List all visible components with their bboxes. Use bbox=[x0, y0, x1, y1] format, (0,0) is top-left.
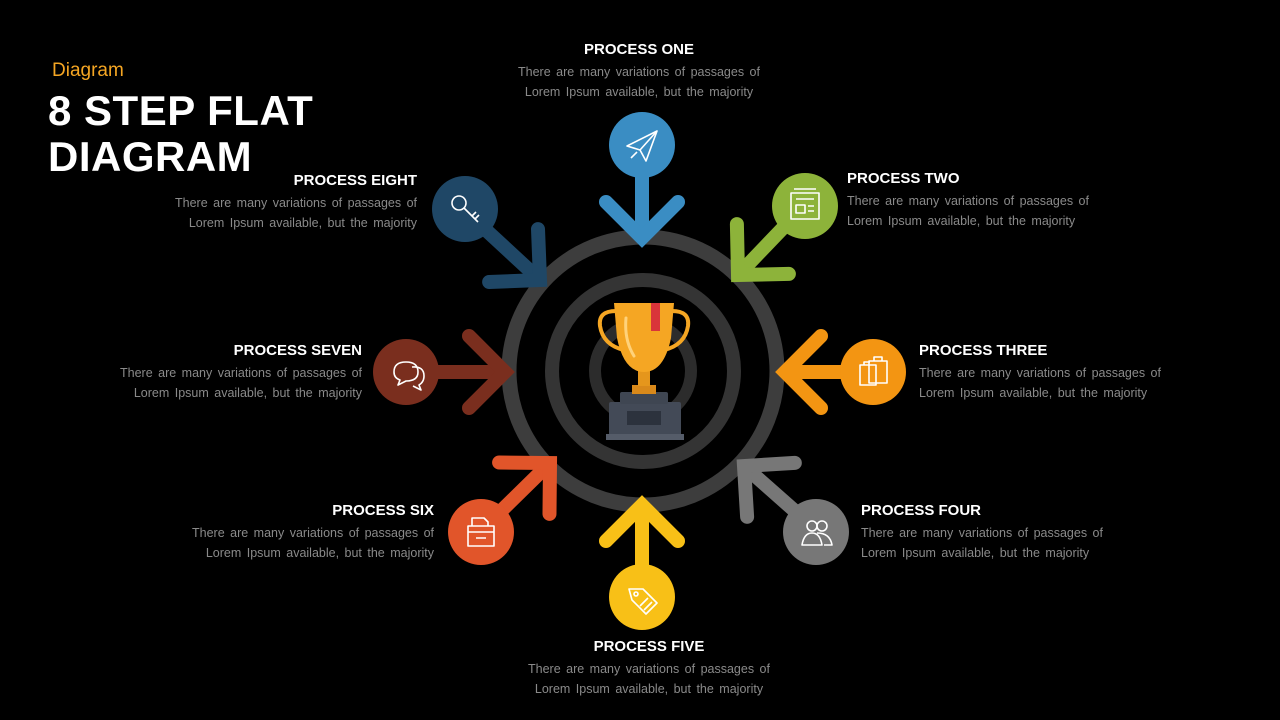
process-four-block: PROCESS FOUR There are many variations o… bbox=[861, 502, 1141, 563]
process-eight-arrow-head bbox=[482, 222, 548, 289]
trophy-icon bbox=[597, 303, 691, 440]
process-six-line-1: There are many variations of passages of bbox=[192, 526, 434, 540]
process-five-circle bbox=[609, 564, 675, 630]
process-seven-arrow-head bbox=[462, 329, 515, 415]
process-one-title: PROCESS ONE bbox=[583, 41, 695, 58]
process-four-circle bbox=[783, 499, 849, 565]
process-six-arrow-head bbox=[492, 455, 558, 521]
suitcases-icon bbox=[859, 356, 888, 386]
process-two-line-2: Lorem Ipsum available, but the majority bbox=[847, 214, 1076, 228]
process-four-arrow-head bbox=[736, 455, 802, 524]
process-three-block: PROCESS THREE There are many variations … bbox=[919, 342, 1199, 403]
process-one-line-1: There are many variations of passages of bbox=[518, 65, 760, 79]
process-five-line-2: Lorem Ipsum available, but the majority bbox=[534, 682, 764, 696]
process-two-title: PROCESS TWO bbox=[847, 170, 960, 187]
process-eight-title: PROCESS EIGHT bbox=[293, 172, 417, 189]
process-eight-line-2: Lorem Ipsum available, but the majority bbox=[188, 216, 417, 230]
process-five-title: PROCESS FIVE bbox=[593, 638, 705, 655]
process-six-arrow-shaft bbox=[495, 460, 553, 517]
process-four-line-1: There are many variations of passages of bbox=[861, 526, 1103, 540]
page-title-line-2: DIAGRAM bbox=[48, 133, 253, 180]
process-four-title: PROCESS FOUR bbox=[861, 502, 982, 519]
process-seven-block: PROCESS SEVEN There are many variations … bbox=[82, 342, 362, 403]
middle-ring bbox=[545, 273, 741, 469]
tags-icon bbox=[628, 588, 658, 615]
process-eight-block: PROCESS EIGHT There are many variations … bbox=[137, 172, 417, 233]
process-five-block: PROCESS FIVE There are many variations o… bbox=[509, 638, 789, 699]
process-four-line-2: Lorem Ipsum available, but the majority bbox=[861, 546, 1090, 560]
process-two-block: PROCESS TWO There are many variations of… bbox=[847, 170, 1127, 231]
process-seven-description: There are many variations of passages of… bbox=[82, 363, 362, 403]
process-five-line-1: There are many variations of passages of bbox=[528, 662, 770, 676]
process-seven-line-2: Lorem Ipsum available, but the majority bbox=[133, 386, 362, 400]
process-five-arrow-head bbox=[599, 495, 685, 548]
process-two-description: There are many variations of passages of… bbox=[847, 191, 1127, 231]
process-eight-description: There are many variations of passages of… bbox=[137, 193, 417, 233]
process-two-line-1: There are many variations of passages of bbox=[847, 194, 1089, 208]
process-one-line-2: Lorem Ipsum available, but the majority bbox=[524, 85, 754, 99]
process-three-arrow-head bbox=[775, 329, 828, 415]
process-six-title: PROCESS SIX bbox=[332, 502, 434, 519]
process-two-arrow-head bbox=[729, 217, 796, 283]
process-one-arrow-head bbox=[599, 195, 685, 248]
chat-bubbles-icon bbox=[393, 361, 425, 391]
process-four-arrow-shaft bbox=[742, 463, 801, 518]
process-six-description: There are many variations of passages of… bbox=[154, 523, 434, 563]
page-title-line-1: 8 STEP FLAT bbox=[48, 87, 314, 134]
process-three-circle bbox=[840, 339, 906, 405]
process-one-block: PROCESS ONE There are many variations of… bbox=[499, 41, 779, 102]
process-one-description: There are many variations of passages of… bbox=[499, 62, 779, 102]
page-title: 8 STEP FLAT DIAGRAM bbox=[48, 88, 313, 180]
archive-box-icon bbox=[467, 517, 495, 547]
process-five-description: There are many variations of passages of… bbox=[509, 659, 789, 699]
process-six-line-2: Lorem Ipsum available, but the majority bbox=[205, 546, 434, 560]
process-seven-title: PROCESS SEVEN bbox=[233, 342, 362, 359]
process-eight-arrow-shaft bbox=[482, 225, 542, 283]
process-three-description: There are many variations of passages of… bbox=[919, 363, 1199, 403]
users-icon bbox=[801, 520, 833, 546]
process-seven-line-1: There are many variations of passages of bbox=[120, 366, 362, 380]
newspaper-icon bbox=[790, 188, 820, 220]
diagram-subtitle: Diagram bbox=[52, 60, 124, 81]
process-three-line-1: There are many variations of passages of bbox=[919, 366, 1161, 380]
process-six-block: PROCESS SIX There are many variations of… bbox=[154, 502, 434, 563]
process-three-line-2: Lorem Ipsum available, but the majority bbox=[919, 386, 1148, 400]
process-eight-line-1: There are many variations of passages of bbox=[175, 196, 417, 210]
process-one-circle bbox=[609, 112, 675, 178]
process-seven-circle bbox=[373, 339, 439, 405]
paper-plane-icon bbox=[626, 130, 658, 162]
process-two-arrow-shaft bbox=[735, 223, 789, 277]
process-four-description: There are many variations of passages of… bbox=[861, 523, 1141, 563]
process-three-title: PROCESS THREE bbox=[919, 342, 1048, 359]
key-icon bbox=[451, 195, 480, 223]
